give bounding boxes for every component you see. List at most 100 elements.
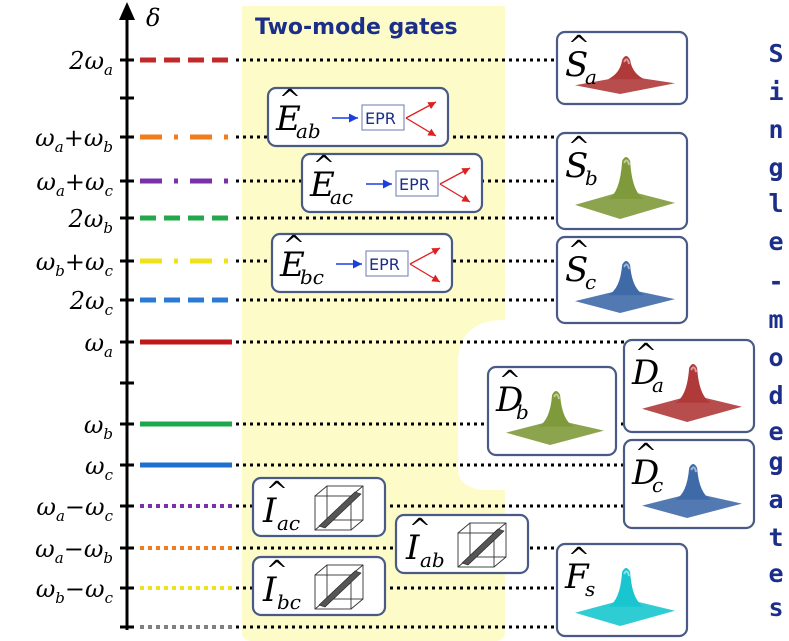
gate-symbol: D xyxy=(495,380,523,420)
single-mode-title-letter: e xyxy=(768,417,783,446)
level-label-wa_m_wb: ωa−ωb xyxy=(35,535,113,567)
single-mode-title-letter: t xyxy=(768,523,783,552)
level-label-wb: ωb xyxy=(84,411,113,443)
svg-text:^: ^ xyxy=(266,477,288,507)
single-mode-title-letter: d xyxy=(768,381,783,410)
gate-symbol: D xyxy=(631,353,659,393)
svg-text:^: ^ xyxy=(568,132,590,162)
gate-label-Sc: ^Sc xyxy=(565,236,596,294)
epr-box xyxy=(361,104,405,131)
cube-diagonal-surface xyxy=(461,528,505,566)
axis-ticks xyxy=(120,58,134,629)
gate-box-Sc: ^Sc xyxy=(555,235,689,325)
single-mode-title-letter: g xyxy=(768,153,783,182)
svg-text:^: ^ xyxy=(635,339,657,369)
gate-symbol: E xyxy=(309,165,335,205)
gate-symbol: I xyxy=(262,570,277,610)
level-label-2wa: 2ωa xyxy=(68,47,113,79)
level-label-wa_wc: ωa+ωc xyxy=(36,168,113,200)
gate-symbol: S xyxy=(565,250,588,290)
gate-subscript: bc xyxy=(300,265,324,289)
epr-label: EPR xyxy=(399,175,430,194)
two-mode-title: Two-mode gates xyxy=(255,15,458,40)
gate-label-Sa: ^Sa xyxy=(565,31,597,89)
energy-levels xyxy=(140,57,232,629)
gate-box-Dc: ^Dc xyxy=(622,438,756,530)
gate-subscript: ab xyxy=(296,119,321,143)
gate-symbol: S xyxy=(565,45,588,85)
wavefunction-plot-Da xyxy=(642,364,742,422)
wavefunction-plot-Sb xyxy=(575,157,675,219)
epr-label: EPR xyxy=(365,109,396,128)
single-mode-title-letter: i xyxy=(768,77,783,106)
gate-subscript: c xyxy=(652,473,663,497)
gate-subscript: ac xyxy=(330,185,353,209)
level-label-2wc: 2ωc xyxy=(69,287,114,319)
svg-text:^: ^ xyxy=(568,543,590,573)
gate-box-Sb: ^Sb xyxy=(555,131,689,231)
gate-label-Da: ^Da xyxy=(631,339,664,397)
epr-out-arrow-down xyxy=(405,117,437,137)
wavefunction-plot-Sc xyxy=(575,261,675,313)
gate-symbol: E xyxy=(279,245,305,285)
gate-symbol: S xyxy=(565,146,588,186)
gate-subscript: ab xyxy=(420,548,445,572)
epr-out-arrow-up xyxy=(439,167,471,185)
wavefunction-plot-Sa xyxy=(575,56,675,94)
gate-box-Sa: ^Sa xyxy=(555,30,689,106)
gate-label-Ebc: ^Ebc xyxy=(279,231,324,289)
single-mode-title-letter: e xyxy=(768,559,783,588)
gate-subscript: a xyxy=(652,373,664,397)
gate-label-Eab: ^Eab xyxy=(275,85,321,143)
single-mode-title-letter: m xyxy=(768,305,783,334)
level-label-wa: ωa xyxy=(84,329,113,361)
single-mode-title-letter: e xyxy=(768,227,783,256)
level-label-wb_wc: ωb+ωc xyxy=(36,248,114,280)
single-mode-title-letter: S xyxy=(768,39,783,68)
delta-axis-arrowhead xyxy=(119,2,135,20)
single-mode-title-letter: a xyxy=(768,485,783,514)
gate-box-Da: ^Da xyxy=(622,338,756,434)
gate-subscript: c xyxy=(585,270,596,294)
epr-out-arrow-up xyxy=(405,101,437,119)
gate-label-Dc: ^Dc xyxy=(631,439,663,497)
single-mode-title-letter: l xyxy=(768,189,783,218)
svg-text:^: ^ xyxy=(635,439,657,469)
level-labels: 2ωaωa+ωbωa+ωc2ωbωb+ωc2ωcωaωbωcωa−ωcωa−ωb… xyxy=(35,47,113,607)
gate-symbol: E xyxy=(275,99,301,139)
single-mode-title-letter: o xyxy=(768,343,783,372)
gate-box-Eac: ^Eac EPR xyxy=(300,151,484,214)
svg-text:^: ^ xyxy=(279,85,301,115)
svg-text:^: ^ xyxy=(266,556,288,586)
gate-subscript: bc xyxy=(277,590,301,614)
gate-box-Eab: ^Eab EPR xyxy=(266,85,450,148)
wavefunction-plot-Fs xyxy=(575,568,675,626)
delta-axis-label: δ xyxy=(146,4,160,32)
svg-text:^: ^ xyxy=(283,231,305,261)
level-label-wb_m_wc: ωb−ωc xyxy=(36,575,114,607)
single-mode-title-letter: - xyxy=(768,267,783,296)
epr-box xyxy=(395,170,439,197)
single-mode-title-letter: g xyxy=(768,447,783,476)
gate-subscript: a xyxy=(585,65,597,89)
gate-subscript: b xyxy=(516,400,529,424)
gate-label-Eac: ^Eac xyxy=(309,151,353,209)
svg-text:^: ^ xyxy=(313,151,335,181)
svg-text:^: ^ xyxy=(499,366,521,396)
gate-subscript: ac xyxy=(277,511,300,535)
epr-out-arrow-down xyxy=(409,263,441,283)
gate-symbol: F xyxy=(564,557,590,597)
gate-label-Sb: ^Sb xyxy=(565,132,598,190)
svg-text:^: ^ xyxy=(568,236,590,266)
level-label-wa_m_wc: ωa−ωc xyxy=(36,493,113,525)
gate-label-Fs: ^Fs xyxy=(564,543,595,601)
svg-text:^: ^ xyxy=(409,514,431,544)
